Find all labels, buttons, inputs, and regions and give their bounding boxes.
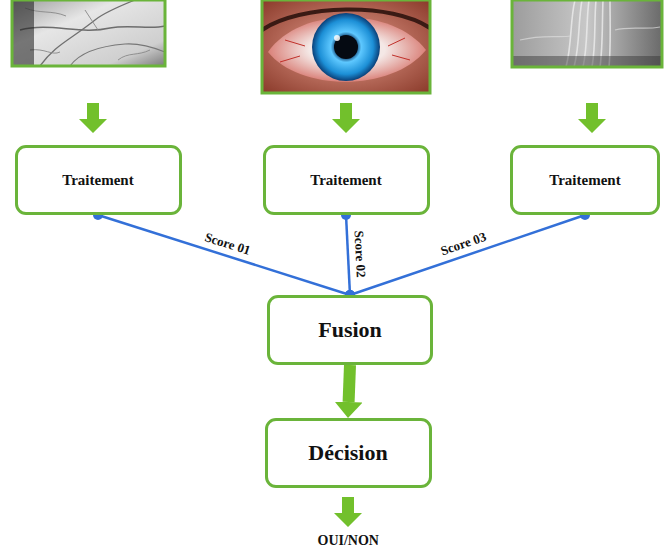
- flow-arrow: [79, 103, 107, 133]
- flow-arrow: [578, 103, 606, 133]
- finger-knuckle-image: [512, 0, 662, 67]
- process-box: Décision: [265, 418, 432, 488]
- score-label: Score 01: [201, 229, 254, 258]
- link-line: [350, 215, 585, 295]
- link-line: [98, 215, 350, 295]
- process-box: Traitement: [15, 145, 182, 215]
- score-label: Score 03: [437, 229, 490, 259]
- process-box: Traitement: [510, 145, 660, 215]
- output-label: OUI/NON: [318, 533, 379, 550]
- eye-image: [262, 0, 430, 93]
- process-box: Traitement: [263, 145, 430, 215]
- link-line: [346, 215, 350, 295]
- box-label: Fusion: [318, 317, 382, 343]
- box-label: Traitement: [310, 172, 381, 189]
- score-link: [93, 210, 355, 300]
- score-label: Score 02: [352, 229, 369, 281]
- flow-arrow: [349, 365, 350, 402]
- score-link: [345, 210, 590, 300]
- arrow-shaft: [349, 365, 350, 402]
- palm-image: [12, 0, 165, 66]
- box-label: Traitement: [549, 172, 620, 189]
- box-label: Traitement: [62, 172, 133, 189]
- flow-arrow: [332, 103, 360, 133]
- box-label: Décision: [308, 440, 387, 466]
- process-box: Fusion: [267, 295, 433, 365]
- flow-arrow: [334, 497, 362, 527]
